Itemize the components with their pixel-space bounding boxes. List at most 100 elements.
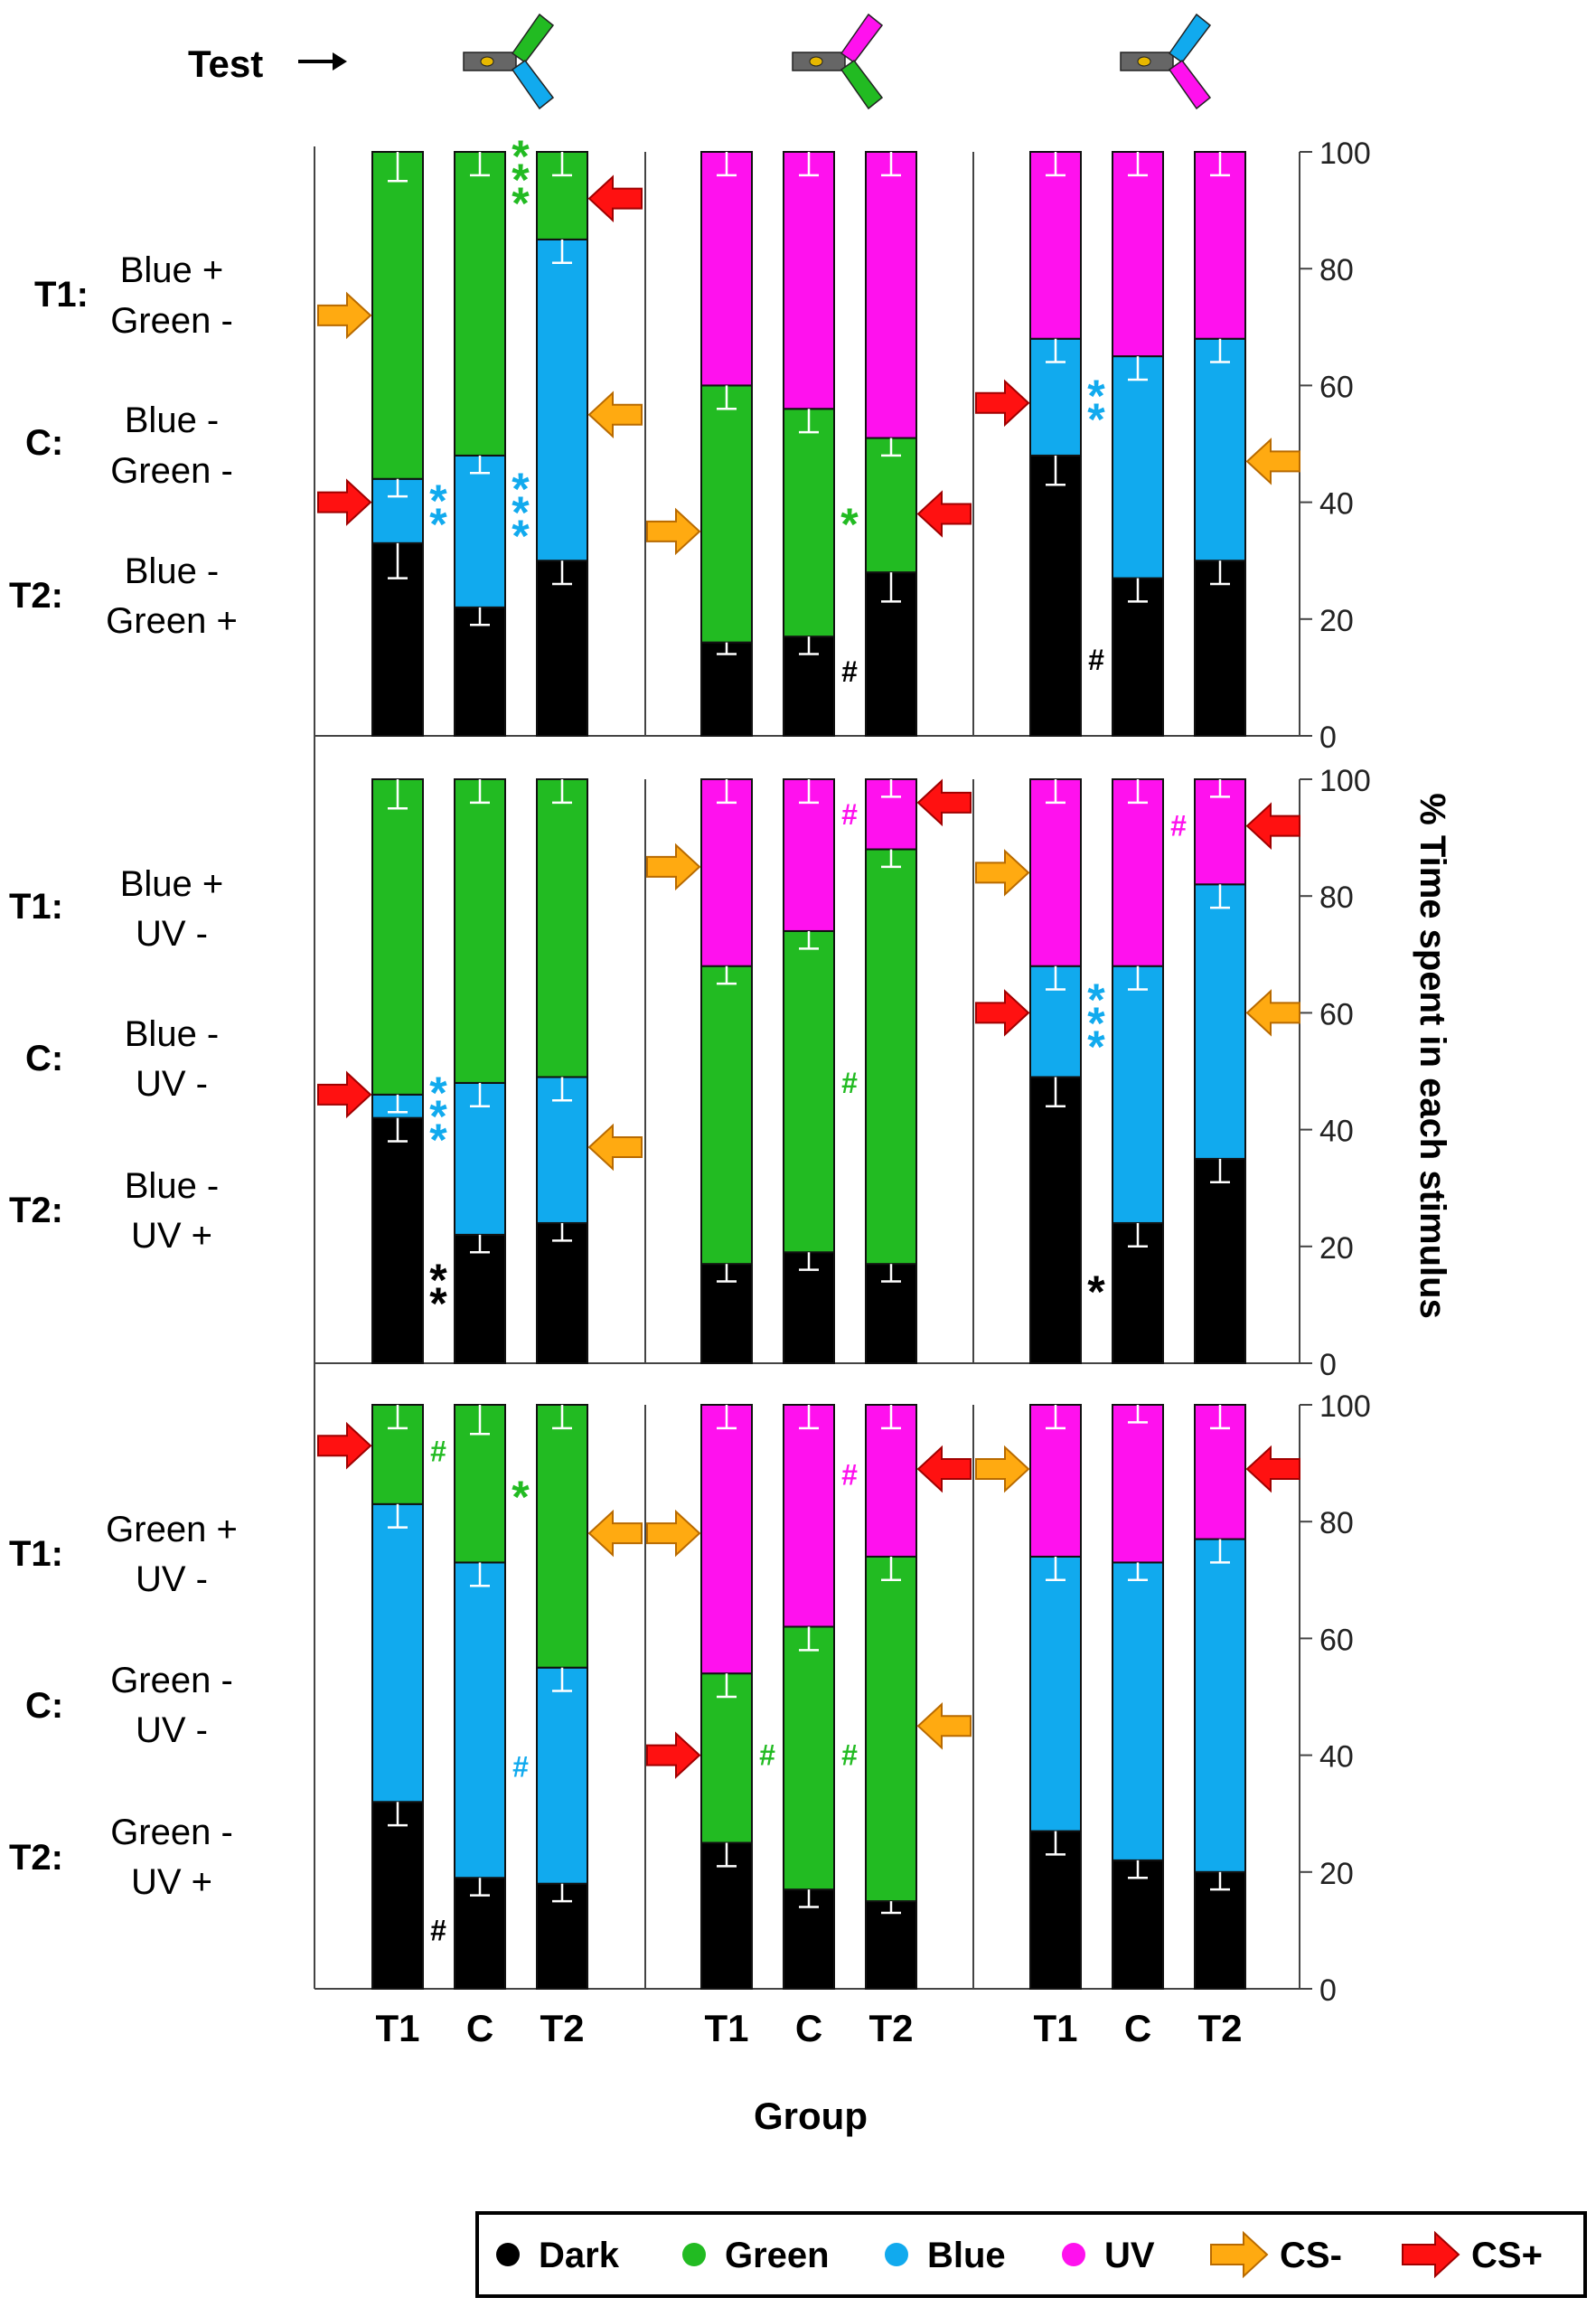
significance-star: *	[1087, 371, 1105, 421]
maze-lower-arm	[1168, 59, 1212, 110]
row3-t2-line1: Green -	[110, 1813, 233, 1852]
bar-segment-uv	[700, 1404, 753, 1675]
row1-c-line1: Blue -	[125, 400, 220, 440]
y-tick-label: 20	[1319, 1231, 1354, 1266]
row3-t1-label: T1:	[9, 1534, 63, 1574]
cs-plus-arrow-icon	[587, 174, 643, 222]
cs-minus-arrow-icon	[587, 1123, 643, 1172]
significance-hash: #	[759, 1739, 775, 1772]
bar-segment-dark	[1112, 1859, 1164, 1990]
x-tick-label: T1	[1033, 2007, 1077, 2049]
significance-star: *	[512, 131, 530, 182]
row2-t1-label: T1:	[9, 887, 63, 927]
y-maze-icon	[463, 13, 555, 110]
x-tick-label: T2	[868, 2007, 913, 2049]
bar-segment-dark	[1029, 1076, 1082, 1364]
bar-segment-uv	[783, 151, 835, 410]
bar-segment-uv	[1112, 778, 1164, 967]
y-tick-label: 40	[1319, 487, 1354, 522]
bar-segment-blue	[1112, 355, 1164, 579]
y-maze-icon	[792, 13, 884, 110]
legend-label: Dark	[539, 2236, 620, 2275]
row3-t2-line2: UV +	[131, 1862, 212, 1902]
cs-minus-arrow-icon	[1245, 989, 1300, 1037]
maze-upper-arm	[1168, 13, 1212, 64]
x-tick-label: T1	[704, 2007, 748, 2049]
bar-segment-blue	[454, 1561, 506, 1879]
legend-label: Blue	[927, 2236, 1006, 2275]
row2-t2-label: T2:	[9, 1191, 63, 1230]
x-axis-label: Group	[754, 2095, 868, 2137]
bar-segment-uv	[783, 778, 835, 932]
row1-t1-line2: Green -	[110, 301, 233, 341]
y-tick-label: 40	[1319, 1115, 1354, 1149]
bar-segment-green	[371, 778, 424, 1096]
legend-label: CS+	[1471, 2236, 1543, 2275]
bar-segment-dark	[454, 1233, 506, 1364]
cs-minus-arrow-icon	[317, 291, 372, 340]
bar-segment-dark	[371, 1801, 424, 1991]
y-tick-label: 100	[1319, 764, 1371, 798]
row3-c-line1: Green -	[110, 1661, 233, 1700]
bar-segment-blue	[1194, 1538, 1246, 1873]
bar-segment-blue	[1194, 337, 1246, 562]
bar-segment-dark	[700, 1263, 753, 1365]
maze-eye	[480, 56, 494, 67]
bar-segment-green	[700, 965, 753, 1266]
significance-hash: #	[430, 1436, 446, 1468]
bar-segment-uv	[700, 151, 753, 387]
x-tick-label: C	[795, 2007, 822, 2049]
bar-segment-green	[865, 848, 917, 1266]
x-tick-label: C	[1124, 2007, 1151, 2049]
significance-star: *	[1087, 998, 1105, 1049]
test-arrow-icon	[298, 52, 347, 71]
legend-label: UV	[1104, 2236, 1155, 2275]
legend-label: Green	[725, 2236, 830, 2275]
bar-segment-blue	[1029, 1555, 1082, 1832]
row2-t1-line1: Blue +	[120, 864, 224, 904]
x-tick-label: C	[466, 2007, 493, 2049]
bar-segment-uv	[1194, 151, 1246, 340]
bar-segment-green	[454, 151, 506, 457]
cs-minus-arrow-icon	[646, 507, 701, 556]
maze-eye	[809, 56, 823, 67]
y-tick-label: 60	[1319, 1623, 1354, 1657]
legend-cs-minus-arrow-icon	[1210, 2230, 1269, 2279]
y-tick-label: 100	[1319, 1389, 1371, 1424]
y-tick-label: 0	[1319, 1348, 1337, 1382]
row2-t2-line1: Blue -	[125, 1166, 220, 1206]
cs-plus-arrow-icon	[916, 778, 972, 827]
bar-segment-dark	[1194, 1870, 1246, 1991]
test-label: Test	[188, 42, 263, 85]
test-icons	[463, 13, 1212, 110]
significance-star: *	[429, 1068, 447, 1118]
significance-star: *	[1087, 1266, 1105, 1317]
bar-segment-uv	[1029, 1404, 1082, 1558]
row1-t2-line2: Green +	[106, 601, 238, 641]
bar-segment-green	[783, 929, 835, 1254]
significance-star: *	[512, 1472, 530, 1522]
bar-segment-blue	[1112, 965, 1164, 1224]
cs-plus-arrow-icon	[916, 1445, 972, 1493]
significance-star: *	[1087, 1022, 1105, 1072]
bar-segment-green	[536, 1404, 588, 1669]
maze-upper-arm	[511, 13, 555, 64]
maze-lower-arm	[840, 59, 884, 110]
bar-segment-green	[700, 384, 753, 644]
bar-segment-uv	[1112, 1404, 1164, 1564]
bar-segment-green	[783, 408, 835, 638]
bar-segment-green	[371, 151, 424, 480]
significance-star: *	[429, 1255, 447, 1305]
bar-segment-dark	[536, 1221, 588, 1364]
y-tick-label: 40	[1319, 1740, 1354, 1775]
bar-segment-dark	[536, 560, 588, 738]
y-tick-label: 0	[1319, 1973, 1337, 2008]
significance-star: *	[512, 155, 530, 205]
row2-c-line2: UV -	[136, 1064, 208, 1104]
significance-hash: #	[430, 1914, 446, 1946]
bar-segment-dark	[454, 606, 506, 737]
bar-segment-dark	[371, 1116, 424, 1365]
bar-segment-blue	[1029, 965, 1082, 1078]
